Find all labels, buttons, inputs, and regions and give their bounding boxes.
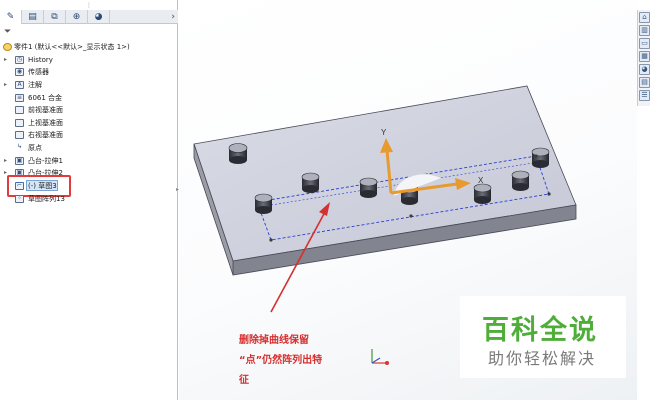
cylinder[interactable] [511,170,530,191]
sensor-icon: ◉ [15,68,24,76]
annotation-arrow [270,202,330,313]
annotation-icon: A [15,81,24,89]
plane-icon [15,119,24,127]
boss-extrude-icon: ▣ [15,157,24,165]
sketch-highlight-box [7,175,71,197]
task-pane-toolbar: ⌂ ▥ ▭ ▦ ◕ ▤ ☰ [637,10,650,106]
tab-display-manager[interactable]: ◕ [88,10,110,24]
tab-feature-manager[interactable]: ✎ [0,10,22,24]
appearance-icon[interactable]: ◕ [639,64,650,75]
design-library-icon[interactable]: ▦ [639,51,650,62]
tab-property-manager[interactable]: ▤ [22,10,44,24]
annotation-line-3: 征 [239,375,249,386]
move-triad-x-arrow[interactable] [390,178,471,195]
annotation-line-2: “点”仍然阵列出特 [239,355,323,366]
tab-expand-icon[interactable]: › [171,12,175,22]
plane-icon [15,106,24,114]
cylinder[interactable] [359,177,378,198]
library-icon[interactable]: ▥ [639,25,650,36]
panel-grip-icon[interactable]: ⋮ [86,2,92,9]
watermark-subtitle: 助你轻松解决 [488,349,597,368]
watermark: 百科全说 助你轻松解决 [460,296,626,378]
part-icon [3,43,12,51]
expand-arrow-icon[interactable]: ▸ [4,81,8,88]
expand-arrow-icon[interactable]: ▸ [4,157,8,164]
axis-label-x: X [478,176,484,185]
cylinder[interactable] [301,172,320,193]
list-icon[interactable]: ☰ [639,90,650,101]
plate-left-face [193,143,234,276]
move-triad-y-arrow[interactable] [380,138,393,194]
origin-icon: ↳ [16,143,23,150]
panel-tab-bar: ✎ ▤ ⧉ ⊕ ◕ › [0,10,178,24]
expand-arrow-icon[interactable]: ▸ [4,169,8,176]
sketch-icon: ⌐ [15,182,24,190]
folder-icon[interactable]: ▭ [639,38,650,49]
feature-manager-icon: ✎ [6,12,15,22]
panel-collapse-handle-icon[interactable]: ▸ [176,186,180,193]
reference-triad-icon [371,349,389,365]
sketch-pattern-icon: ⁘ [15,195,24,203]
configuration-icon: ⧉ [51,12,58,22]
plane-icon [15,131,24,139]
axis-label-y: Y [381,128,387,137]
expand-arrow-icon[interactable]: ▸ [4,56,8,63]
property-manager-icon: ▤ [28,12,37,22]
material-icon: ≡ [15,94,24,102]
annotation-line-1: 删除掉曲线保留 [239,335,309,346]
tab-dimxpert-manager[interactable]: ⊕ [66,10,88,24]
custom-properties-icon[interactable]: ▤ [639,77,650,88]
watermark-title: 百科全说 [482,315,598,346]
cylinder[interactable] [228,143,248,165]
filter-icon[interactable]: ⏷ [4,27,12,37]
sketch-centerline [270,161,540,206]
feature-manager-panel: ⋮ ✎ ▤ ⧉ ⊕ ◕ › ⏷ 零件1 (默认<<默认>_显示状态 1>) ▸ … [0,0,180,400]
sketch-points [269,154,551,242]
cylinder[interactable] [254,193,273,214]
home-icon[interactable]: ⌂ [639,12,650,23]
cylinder[interactable] [473,183,492,204]
tree-filter-row[interactable]: ⏷ [2,27,176,39]
cylinder[interactable] [531,147,550,168]
model-scene[interactable]: X Y [179,0,637,400]
history-icon: ◷ [15,56,24,64]
tab-configuration-manager[interactable]: ⧉ [44,10,66,24]
selected-item-background [26,180,58,191]
dimxpert-icon: ⊕ [72,12,81,22]
display-manager-icon: ◕ [94,12,103,22]
